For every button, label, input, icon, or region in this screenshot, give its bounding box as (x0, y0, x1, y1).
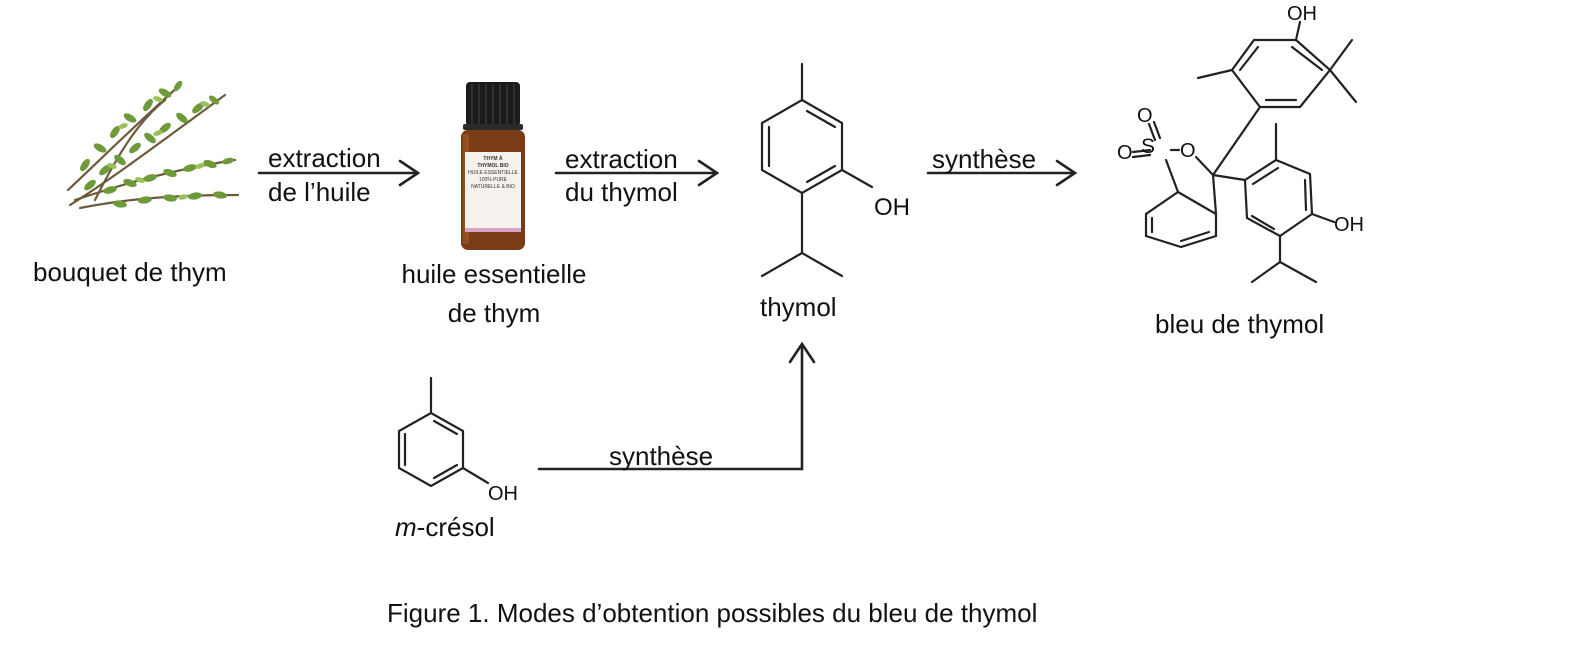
bleu-de-thymol-structure (1131, 20, 1358, 284)
arrow2-label-line1: extraction (565, 144, 678, 174)
bottle-label-line: THYMOL BIO (477, 163, 509, 169)
thymol-oh-label: OH (874, 194, 910, 221)
huile-label: huile essentielle de thym (380, 258, 608, 329)
bottle-label-line: HUILE ESSENTIELLE (468, 170, 518, 176)
bleu-oh-bottom-label: OH (1334, 214, 1364, 236)
sulfur-atom-label: S (1141, 135, 1155, 158)
thyme-bouquet-image (66, 80, 240, 210)
bleu-oh-top-label: OH (1287, 3, 1317, 25)
m-cresol-label: m-crésol (395, 511, 495, 543)
ring-oxygen-label: O (1180, 140, 1196, 162)
bottle-label-line: THYM À (483, 156, 503, 162)
arrow1-label-line2: de l’huile (268, 177, 371, 207)
arrow1-label-line1: extraction (268, 143, 381, 173)
bottle-label-line: 100% PURE (478, 177, 508, 183)
huile-label-line1: huile essentielle (401, 259, 587, 289)
bottle-label: THYM À THYMOL BIO HUILE ESSENTIELLE 100%… (465, 156, 521, 191)
bottle-label-line: NATURELLE & BIO (471, 184, 515, 190)
sulfonyl-oxygen-left-label: O (1117, 142, 1133, 164)
arrow2-label-line2: du thymol (565, 177, 678, 207)
arrow-extraction-huile (257, 159, 421, 187)
m-cresol-structure (397, 376, 490, 488)
sulfonyl-oxygen-top-label: O (1137, 105, 1153, 127)
m-cresol-italic-prefix: m (395, 512, 417, 542)
figure-caption: Figure 1. Modes d’obtention possibles du… (387, 598, 1038, 628)
m-cresol-suffix: -crésol (416, 512, 495, 542)
arrow4-label: synthèse (609, 441, 714, 471)
bouquet-label: bouquet de thym (33, 257, 227, 287)
huile-label-line2: de thym (447, 298, 541, 328)
essential-oil-bottle-image (461, 82, 525, 250)
arrow-synthese-bleu (926, 159, 1078, 187)
bleu-de-thymol-label: bleu de thymol (1155, 309, 1325, 339)
arrow-synthese-thymol (537, 341, 816, 471)
thymol-structure (760, 62, 874, 278)
m-cresol-oh-label: OH (488, 483, 518, 505)
thymol-label: thymol (760, 292, 837, 322)
arrow-extraction-thymol (554, 159, 720, 187)
arrow3-label: synthèse (932, 144, 1037, 174)
